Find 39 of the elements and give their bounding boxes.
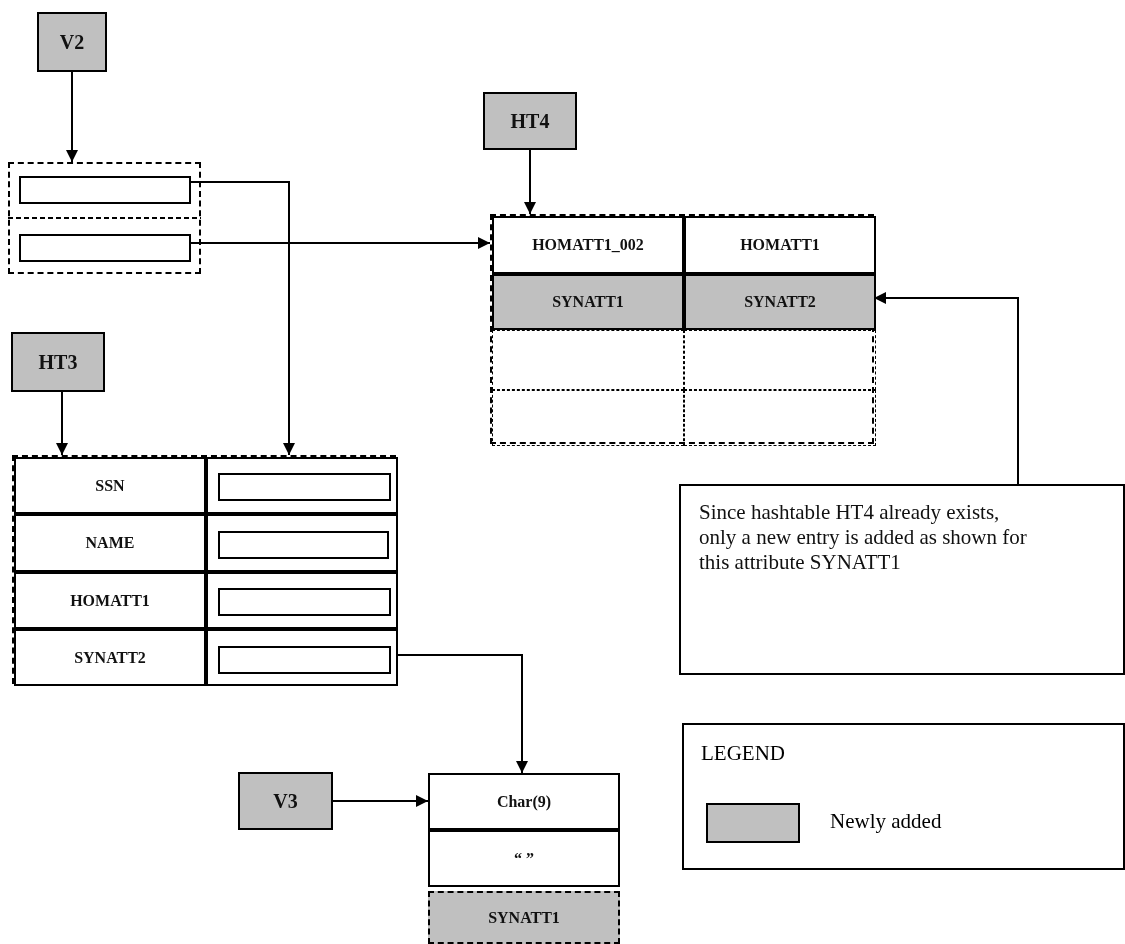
variable-box: HT4: [483, 92, 577, 150]
value-cell: [206, 457, 398, 514]
value-cell: [206, 572, 398, 629]
pointer-slot: [218, 473, 391, 501]
variable-box: V3: [238, 772, 333, 830]
key-field: SYNATT2: [684, 274, 876, 330]
key-field: SYNATT1: [492, 274, 684, 330]
arrow: [56, 391, 68, 456]
pointer-slot: [218, 588, 391, 616]
hashtable: [12, 455, 396, 684]
legend-text: Newly added: [830, 809, 942, 834]
empty-table-cell: [492, 330, 684, 390]
variable-box: V2: [37, 12, 107, 72]
key-field: “ ”: [428, 830, 620, 887]
key-field: HOMATT1: [684, 216, 876, 274]
key-field: Char(9): [428, 773, 620, 830]
key-field: HOMATT1_002: [492, 216, 684, 274]
hashtable: [490, 214, 874, 444]
pointer-slot: [19, 234, 191, 262]
arrow: [524, 149, 536, 215]
pointer-array: [8, 162, 201, 274]
pointer-slot: [19, 176, 191, 204]
value-cell: [206, 514, 398, 572]
arrow: [332, 795, 429, 807]
variable-box: HT3: [11, 332, 105, 392]
pointer-slot: [218, 531, 389, 559]
key-field: SYNATT2: [14, 629, 206, 686]
empty-table-cell: [684, 390, 876, 446]
empty-table-cell: [684, 330, 876, 390]
empty-table-cell: [492, 390, 684, 446]
arrow: [66, 71, 78, 163]
note-box: Since hashtable HT4 already exists, only a new entry is added as shown for this attribute SYNATT1: [679, 484, 1125, 675]
key-field: HOMATT1: [14, 572, 206, 629]
legend-title: LEGEND: [701, 741, 785, 766]
pointer-slot: [218, 646, 391, 674]
key-field: NAME: [14, 514, 206, 572]
key-field: SSN: [14, 457, 206, 514]
value-cell: [206, 629, 398, 686]
key-field: SYNATT1: [428, 891, 620, 944]
